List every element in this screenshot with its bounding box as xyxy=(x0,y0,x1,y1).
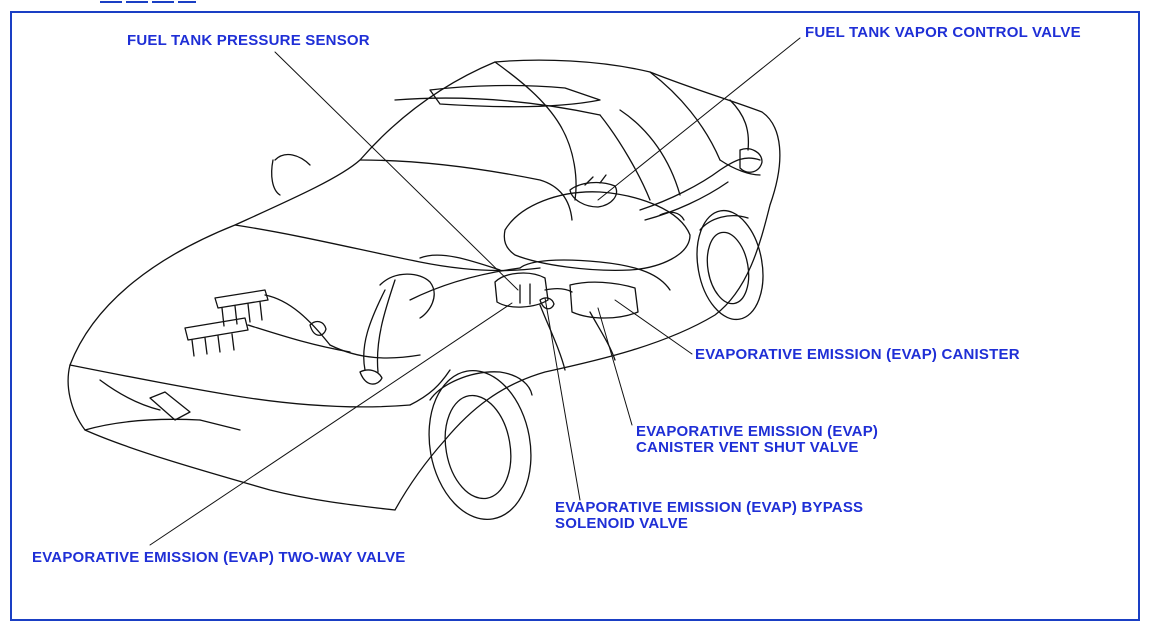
diagram-frame xyxy=(10,11,1140,621)
label-fuel-tank-vapor-control-valve: FUEL TANK VAPOR CONTROL VALVE xyxy=(805,24,1081,41)
leader-evap-canister-vent-shut-valve xyxy=(597,307,633,426)
car-body xyxy=(67,59,781,511)
label-evap-canister-vent-shut-valve-line1: EVAPORATIVE EMISSION (EVAP) xyxy=(636,423,879,440)
leader-lines xyxy=(149,37,801,546)
top-edge-mark xyxy=(100,1,196,3)
label-evap-bypass-solenoid-valve-line2: SOLENOID VALVE xyxy=(555,515,689,532)
leader-evap-canister xyxy=(614,299,693,355)
leader-evap-two-way-valve xyxy=(149,302,513,546)
wheels xyxy=(428,209,764,521)
leader-fuel-tank-vapor-control-valve xyxy=(597,37,801,201)
label-evap-two-way-valve: EVAPORATIVE EMISSION (EVAP) TWO-WAY VALV… xyxy=(32,549,406,566)
fuel-tank xyxy=(503,148,763,271)
engine-injectors xyxy=(184,267,521,385)
label-evap-canister-vent-shut-valve-line2: CANISTER VENT SHUT VALVE xyxy=(636,439,859,456)
leader-fuel-tank-pressure-sensor xyxy=(274,51,519,291)
evap-canister-assembly xyxy=(419,254,671,371)
leader-evap-bypass-solenoid-valve xyxy=(544,297,581,501)
label-evap-bypass-solenoid-valve-line1: EVAPORATIVE EMISSION (EVAP) BYPASS xyxy=(555,499,864,516)
label-fuel-tank-pressure-sensor: FUEL TANK PRESSURE SENSOR xyxy=(127,32,370,49)
label-evap-canister: EVAPORATIVE EMISSION (EVAP) CANISTER xyxy=(695,346,1020,363)
